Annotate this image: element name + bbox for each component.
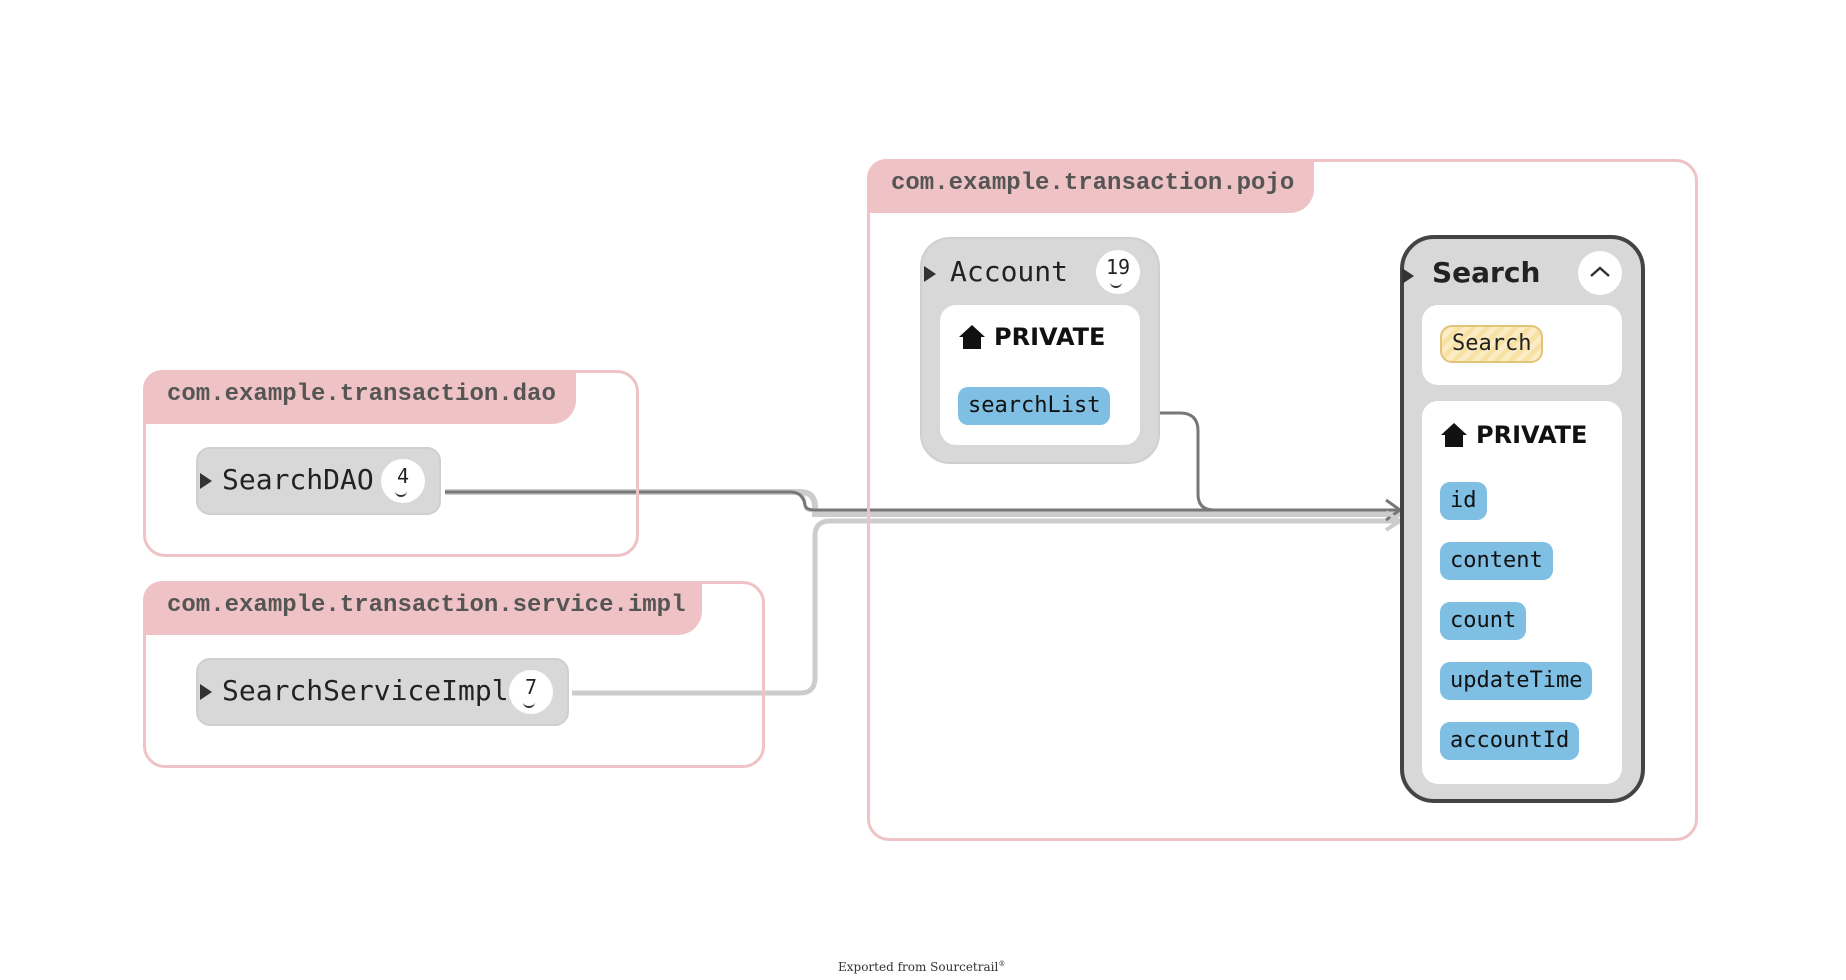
access-private-label: PRIVATE <box>1440 421 1587 449</box>
package-pojo-title[interactable]: com.example.transaction.pojo <box>867 159 1314 213</box>
access-private-label: PRIVATE <box>958 323 1105 351</box>
member-count[interactable]: count <box>1440 602 1527 640</box>
export-footer: Exported from Sourcetrail® <box>838 960 1006 974</box>
node-search-service-impl[interactable]: SearchServiceImpl 7 <box>196 658 569 726</box>
member-id[interactable]: id <box>1440 482 1487 520</box>
account-private-section: PRIVATE searchList <box>940 305 1140 445</box>
count-badge[interactable]: 4 <box>381 459 425 503</box>
search-private-section: PRIVATE id content count updateTime acco… <box>1422 401 1622 784</box>
triangle-right-icon[interactable] <box>1402 268 1414 284</box>
package-service-impl-title[interactable]: com.example.transaction.service.impl <box>143 581 702 635</box>
edge-searchdao-to-search[interactable] <box>445 489 1402 517</box>
edge-service-impl-to-search[interactable] <box>572 518 1402 696</box>
self-reference-chip[interactable]: Search <box>1440 325 1544 363</box>
member-content[interactable]: content <box>1440 542 1553 580</box>
node-search[interactable]: Search Search PRIVATE id content count u… <box>1400 235 1645 803</box>
triangle-right-icon[interactable] <box>924 266 936 282</box>
export-footer-text: Exported from Sourcetrail <box>838 960 999 974</box>
count-badge-value: 19 <box>1105 255 1131 279</box>
house-icon <box>1441 423 1467 447</box>
search-self-section: Search <box>1422 305 1622 385</box>
member-updateTime[interactable]: updateTime <box>1440 662 1593 700</box>
node-search-dao-label: SearchDAO <box>222 463 374 496</box>
member-accountId[interactable]: accountId <box>1440 722 1580 760</box>
chevron-down-icon <box>523 700 535 708</box>
count-badge[interactable]: 19 <box>1096 250 1140 294</box>
member-searchList[interactable]: searchList <box>958 387 1111 425</box>
node-search-service-impl-label: SearchServiceImpl <box>222 674 509 707</box>
count-badge[interactable]: 7 <box>509 670 553 714</box>
node-search-dao[interactable]: SearchDAO 4 <box>196 447 441 515</box>
package-dao-title[interactable]: com.example.transaction.dao <box>143 370 576 424</box>
edge-searchlist-to-search[interactable] <box>1120 411 1398 512</box>
node-account[interactable]: Account 19 PRIVATE searchList <box>920 237 1160 464</box>
triangle-right-icon[interactable] <box>200 684 212 700</box>
chevron-down-icon <box>395 489 407 497</box>
access-private-text: PRIVATE <box>1476 421 1588 449</box>
collapse-button[interactable] <box>1578 251 1622 295</box>
triangle-right-icon[interactable] <box>200 473 212 489</box>
chevron-up-icon <box>1590 266 1610 277</box>
access-private-text: PRIVATE <box>994 323 1106 351</box>
count-badge-value: 7 <box>524 675 538 699</box>
node-search-label: Search <box>1432 256 1541 289</box>
house-icon <box>959 325 985 349</box>
count-badge-value: 4 <box>396 464 410 488</box>
chevron-down-icon <box>1110 280 1122 288</box>
node-account-label: Account <box>950 255 1069 288</box>
edge-searchdao-member-ref[interactable] <box>445 490 1398 512</box>
